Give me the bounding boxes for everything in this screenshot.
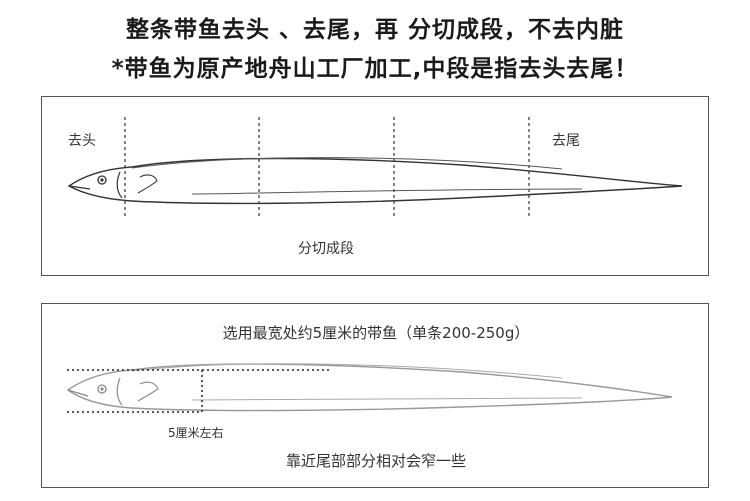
fish-mouth [67,389,89,397]
headline-line-2: *带鱼为原产地舟山工厂加工,中段是指去头去尾！ [111,56,639,82]
fish-mouth [68,185,91,190]
width-spec-panel: 选用最宽处约5厘米的带鱼（单条200-250g） 5厘米左右 靠近尾部部分相对会… [41,303,709,488]
fish-width-illustration [66,363,673,414]
width-spec-title: 选用最宽处约5厘米的带鱼（单条200-250g） [222,324,530,342]
width-label: 5厘米左右 [168,426,224,440]
dorsal-fin-line [131,157,563,170]
cut-label: 分切成段 [298,241,354,257]
fish-eye [97,175,107,185]
lateral-line [191,397,583,401]
tail-label: 去尾 [552,133,580,149]
fish-eye [97,384,107,394]
gill-line [116,171,123,199]
fish-pupil [100,178,104,182]
dorsal-fin-line [131,363,563,379]
lateral-line [191,188,583,195]
fish-body-outline [66,363,673,412]
fish-pupil [100,387,104,391]
fish-cut-illustration [67,117,683,217]
gill-line [116,377,123,406]
pectoral-fin [137,174,158,194]
pectoral-fin [137,381,159,402]
cutting-diagram-panel: 去头 去尾 分切成段 [41,96,709,276]
fish-body-outline [67,157,683,205]
headline-line-1: 整条带鱼去头 、去尾，再 分切成段，不去内脏 [125,17,624,43]
narrow-note: 靠近尾部部分相对会窄一些 [285,452,466,470]
head-label: 去头 [68,133,96,149]
